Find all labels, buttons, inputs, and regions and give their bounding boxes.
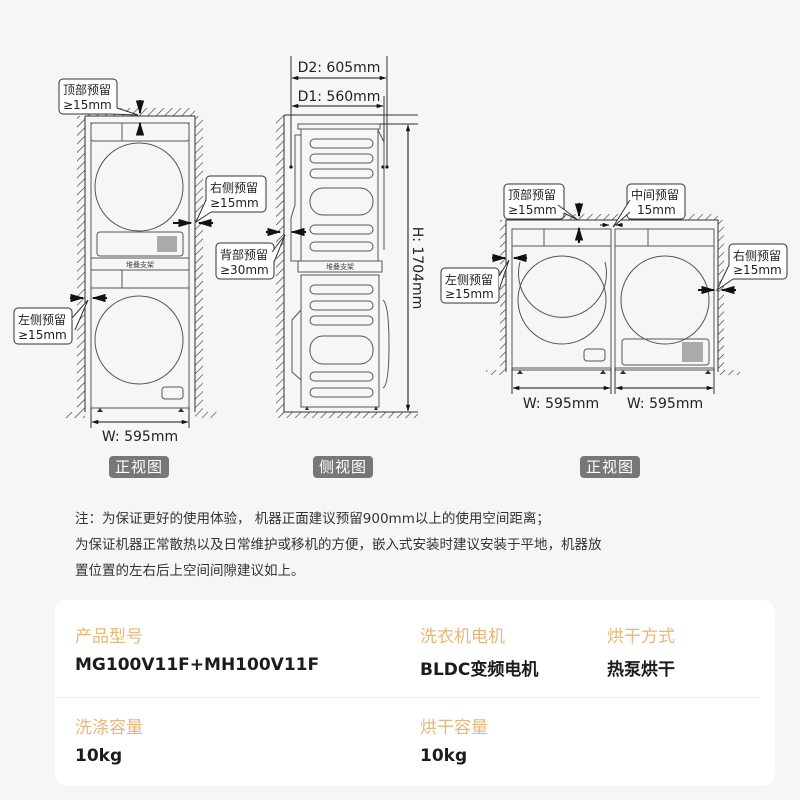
side-by-side-washer [511, 228, 612, 374]
svg-text:≥15mm: ≥15mm [733, 263, 782, 277]
spec-motor: 洗衣机电机 BLDC变频电机 [420, 622, 538, 680]
note-line: 注：为保证更好的使用体验， 机器正面建议预留900mm以上的使用空间距离； [75, 511, 550, 527]
right-clearance-callout-2: 右侧预留 ≥15mm [715, 243, 788, 292]
width-label: W: 595mm [102, 429, 178, 445]
side-by-side-front-view-label: 正视图 [580, 456, 641, 478]
svg-text:顶部预留: 顶部预留 [508, 187, 556, 202]
side-washer [291, 274, 390, 410]
back-wall [276, 115, 284, 415]
middle-clearance-callout: 中间预留 15mm [612, 183, 686, 228]
svg-text:≥15mm: ≥15mm [445, 287, 494, 301]
depth-d2-label: D2: 605mm [298, 60, 381, 76]
dryer-width-label: W: 595mm [627, 396, 703, 412]
svg-text:左侧预留: 左侧预留 [18, 312, 66, 327]
side-view: D2: 605mm D1: 560mm 堆叠支架 [215, 56, 425, 418]
dryer-unit [90, 122, 190, 259]
spec-divider [55, 697, 760, 698]
svg-text:≥30mm: ≥30mm [220, 263, 269, 277]
note-line: 置位置的左右后上空间间隙建议如上。 [75, 563, 305, 579]
side-view-label: 侧视图 [313, 456, 374, 478]
back-clearance-callout: 背部预留 ≥30mm [215, 234, 286, 280]
svg-text:顶部预留: 顶部预留 [63, 82, 111, 97]
spec-label: 洗衣机电机 [420, 627, 505, 647]
floor-left [64, 412, 85, 418]
installation-note: 注：为保证更好的使用体验， 机器正面建议预留900mm以上的使用空间距离； 为保… [75, 506, 765, 584]
svg-text:背部预留: 背部预留 [220, 247, 268, 262]
svg-text:左侧预留: 左侧预留 [445, 272, 493, 287]
svg-text:≥15mm: ≥15mm [18, 328, 67, 342]
spec-value: 10kg [75, 746, 123, 766]
height-label: H: 1704mm [409, 227, 425, 310]
right-clearance-callout: 右侧预留 ≥15mm [194, 175, 267, 224]
spec-value: BLDC变频电机 [420, 660, 539, 680]
spec-model: 产品型号 MG100V11F+MH100V11F [75, 622, 319, 675]
side-dryer [290, 123, 385, 262]
right-wall [195, 116, 203, 412]
side-bracket-label: 堆叠支架 [326, 262, 354, 271]
spec-wash-capacity: 洗涤容量 10kg [75, 713, 143, 766]
depth-d1-label: D1: 560mm [298, 89, 381, 105]
spec-dry-capacity: 烘干容量 10kg [420, 713, 488, 766]
spec-card: 产品型号 MG100V11F+MH100V11F 洗衣机电机 BLDC变频电机 … [55, 600, 775, 786]
svg-text:右侧预留: 右侧预留 [210, 180, 258, 195]
stacked-front-view-label: 正视图 [109, 456, 170, 478]
washer-width-label: W: 595mm [523, 396, 599, 412]
spec-label: 烘干容量 [420, 718, 488, 738]
svg-text:≥15mm: ≥15mm [210, 196, 259, 210]
svg-text:中间预留: 中间预留 [631, 187, 679, 202]
spec-value: MG100V11F+MH100V11F [75, 655, 320, 675]
spec-value: 10kg [420, 746, 468, 766]
left-clearance-callout-2: 左侧预留 ≥15mm [440, 259, 510, 304]
top-clearance-callout: 顶部预留 ≥15mm [58, 78, 139, 116]
stacked-front-view: 堆叠支架 W: 595mm 顶部预留 ≥15mm [13, 78, 267, 445]
spec-label: 烘干方式 [607, 627, 675, 647]
floor-right [195, 412, 217, 418]
svg-text:15mm: 15mm [637, 203, 676, 217]
bracket-label: 堆叠支架 [126, 260, 154, 269]
left-wall [77, 116, 85, 412]
side-floor [276, 412, 418, 418]
svg-text:≥15mm: ≥15mm [508, 203, 557, 217]
spec-drying-method: 烘干方式 热泵烘干 [607, 622, 675, 680]
side-by-side-dryer [614, 228, 715, 374]
note-line: 为保证机器正常散热以及日常维护或移机的方便，嵌入式安装时建议安装于平地，机器放 [75, 537, 602, 553]
spec-label: 产品型号 [75, 627, 143, 647]
left-clearance-callout: 左侧预留 ≥15mm [13, 299, 89, 345]
washer-unit [90, 269, 190, 428]
spec-label: 洗涤容量 [75, 718, 143, 738]
spec-value: 热泵烘干 [607, 660, 675, 680]
top-clearance-callout-2: 顶部预留 ≥15mm [503, 183, 579, 221]
installation-diagram: 堆叠支架 W: 595mm 顶部预留 ≥15mm [13, 56, 788, 445]
side-by-side-front-view: W: 595mm W: 595mm 顶部预留 ≥15mm 中间预留 15mm 左… [440, 183, 788, 412]
svg-text:右侧预留: 右侧预留 [733, 248, 781, 263]
svg-text:≥15mm: ≥15mm [63, 98, 112, 112]
